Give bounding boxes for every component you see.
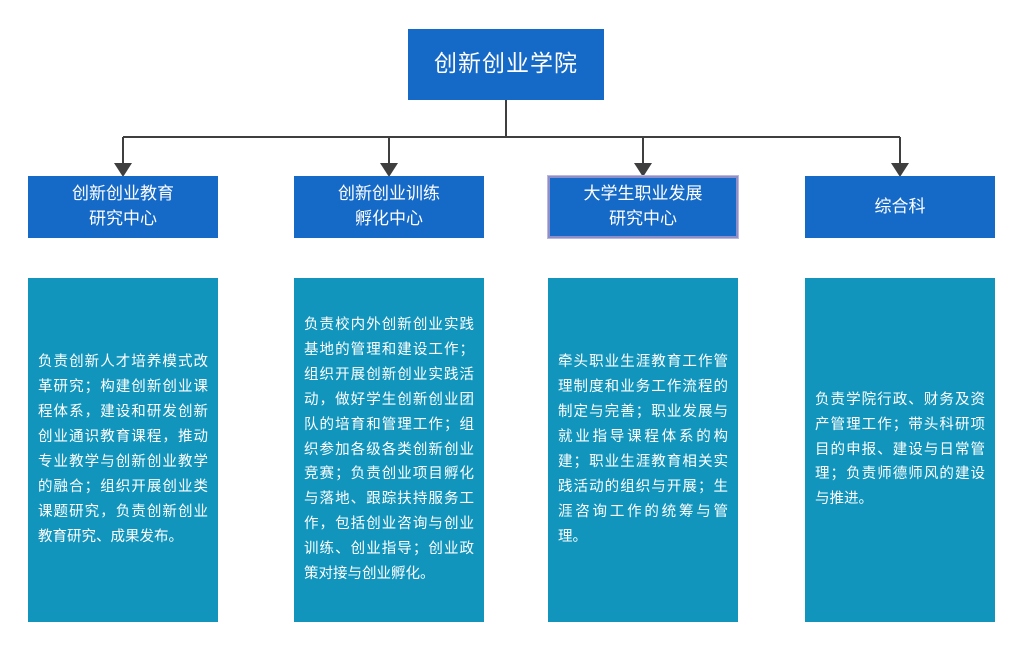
dept-node-label: 大学生职业发展 研究中心 <box>583 184 703 229</box>
arrowhead-2 <box>380 163 398 177</box>
dept-node-training-incubation-center[interactable]: 创新创业训练 孵化中心 <box>294 176 484 238</box>
description-text: 牵头职业生涯教育工作管理制度和业务工作流程的制定与完善；职业发展与就业指导课程体… <box>558 354 728 545</box>
dept-node-education-research-center[interactable]: 创新创业教育 研究中心 <box>28 176 218 238</box>
description-text: 负责校内外创新创业实践基地的管理和建设工作；组织开展创新创业实践活动，做好学生创… <box>304 316 474 583</box>
root-node-label: 创新创业学院 <box>434 50 578 77</box>
root-node-innovation-college[interactable]: 创新创业学院 <box>408 29 604 100</box>
description-panel-career-development-center[interactable]: 牵头职业生涯教育工作管理制度和业务工作流程的制定与完善；职业发展与就业指导课程体… <box>548 278 738 622</box>
description-text: 负责学院行政、财务及资产管理工作；带头科研项目的申报、建设与日常管理；负责师德师… <box>815 391 985 508</box>
description-panel-education-research-center[interactable]: 负责创新人才培养模式改革研究；构建创新创业课程体系，建设和研发创新创业通识教育课… <box>28 278 218 622</box>
description-panel-general-affairs[interactable]: 负责学院行政、财务及资产管理工作；带头科研项目的申报、建设与日常管理；负责师德师… <box>805 278 995 622</box>
dept-node-label: 综合科 <box>874 196 926 217</box>
dept-node-career-development-center[interactable]: 大学生职业发展 研究中心 <box>547 175 739 239</box>
dept-node-label: 创新创业训练 孵化中心 <box>338 184 440 229</box>
dept-node-general-affairs[interactable]: 综合科 <box>805 176 995 238</box>
arrowhead-1 <box>114 163 132 177</box>
arrowhead-3 <box>634 163 652 177</box>
description-panel-training-incubation-center[interactable]: 负责校内外创新创业实践基地的管理和建设工作；组织开展创新创业实践活动，做好学生创… <box>294 278 484 622</box>
arrowhead-4 <box>891 163 909 177</box>
description-text: 负责创新人才培养模式改革研究；构建创新创业课程体系，建设和研发创新创业通识教育课… <box>38 354 208 545</box>
dept-node-label: 创新创业教育 研究中心 <box>72 184 174 229</box>
